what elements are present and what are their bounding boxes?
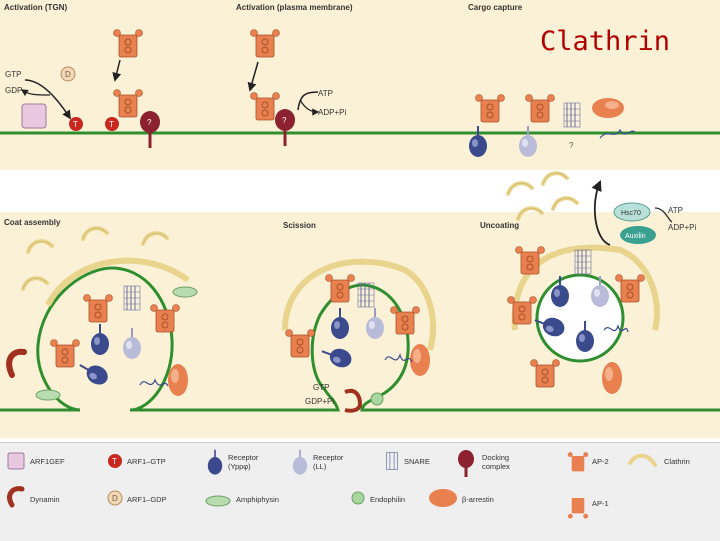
label-cargo-capture: Cargo capture (468, 3, 523, 12)
svg-text:T: T (112, 457, 117, 466)
ap1-icon (567, 498, 589, 519)
svg-text:Auxilin: Auxilin (625, 233, 646, 240)
svg-text:?: ? (147, 118, 152, 127)
legend-clathrin: Clathrin (664, 457, 690, 466)
svg-text:GTP: GTP (5, 70, 21, 79)
legend-arf1-gtp: ARF1–GTP (127, 457, 166, 466)
svg-text:ADP+Pi: ADP+Pi (668, 223, 696, 232)
beta-arrestin-icon (429, 489, 457, 507)
pathway-diagram: D GTP GDP T T ? ? ATP ADP+Pi ? (0, 29, 720, 413)
legend-ap1: AP-1 (592, 499, 609, 508)
label-uncoating: Uncoating (480, 221, 520, 230)
legend-docking-complex: Docking complex (482, 453, 510, 471)
legend-endophilin: Endophilin (370, 495, 406, 504)
amphiphysin-icon (205, 495, 231, 507)
d-glyph: D (65, 70, 71, 79)
dynamin-icon (7, 486, 25, 508)
label-coat-assembly: Coat assembly (4, 218, 61, 227)
legend-receptor-ll: Receptor (LL) (313, 453, 344, 471)
svg-text:Hsc70: Hsc70 (621, 210, 641, 217)
legend-ap2: AP-2 (592, 457, 609, 466)
svg-text:T: T (73, 120, 78, 129)
svg-text:ATP: ATP (318, 89, 333, 98)
legend-icons: T D (7, 449, 657, 519)
svg-text:ATP: ATP (668, 206, 683, 215)
docking-complex-icon (458, 450, 474, 477)
legend-dynamin: Dynamin (30, 495, 60, 504)
ap2-icon (567, 452, 589, 472)
legend: T D ARF1GEF ARF1–GTP Receptor (Yppφ) Rec… (0, 442, 720, 541)
svg-text:GDP: GDP (5, 86, 22, 95)
clathrin-title: Clathrin (540, 26, 671, 57)
snare-icon (386, 452, 398, 470)
label-scission: Scission (283, 221, 316, 230)
legend-amphiphysin: Amphiphysin (236, 495, 279, 504)
clathrin-icon (628, 453, 657, 467)
receptor-ll-icon (292, 449, 308, 475)
svg-text:T: T (109, 120, 114, 129)
legend-arf1gef: ARF1GEF (30, 457, 65, 466)
svg-text:GTP: GTP (313, 383, 329, 392)
legend-beta-arrestin: β-arrestin (462, 495, 494, 504)
top-panel-background (0, 0, 720, 170)
legend-receptor-ypphi: Receptor (Yppφ) (228, 453, 259, 471)
arf1-gdp-icon (107, 490, 123, 506)
legend-arf1-gdp: ARF1–GDP (127, 495, 167, 504)
svg-text:ADP+Pi: ADP+Pi (318, 108, 346, 117)
svg-text:?: ? (282, 116, 287, 125)
label-activation-tgn: Activation (TGN) (4, 3, 68, 12)
legend-snare: SNARE (404, 457, 430, 466)
endophilin-icon (351, 491, 365, 505)
label-activation-pm: Activation (plasma membrane) (236, 3, 353, 12)
svg-text:D: D (112, 494, 118, 503)
arf1-gtp-icon (108, 454, 122, 468)
arf1gef-icon (7, 452, 25, 470)
svg-text:GDP+Pi: GDP+Pi (305, 397, 334, 406)
svg-text:?: ? (569, 141, 574, 150)
receptor-ypphi-icon (207, 449, 223, 475)
